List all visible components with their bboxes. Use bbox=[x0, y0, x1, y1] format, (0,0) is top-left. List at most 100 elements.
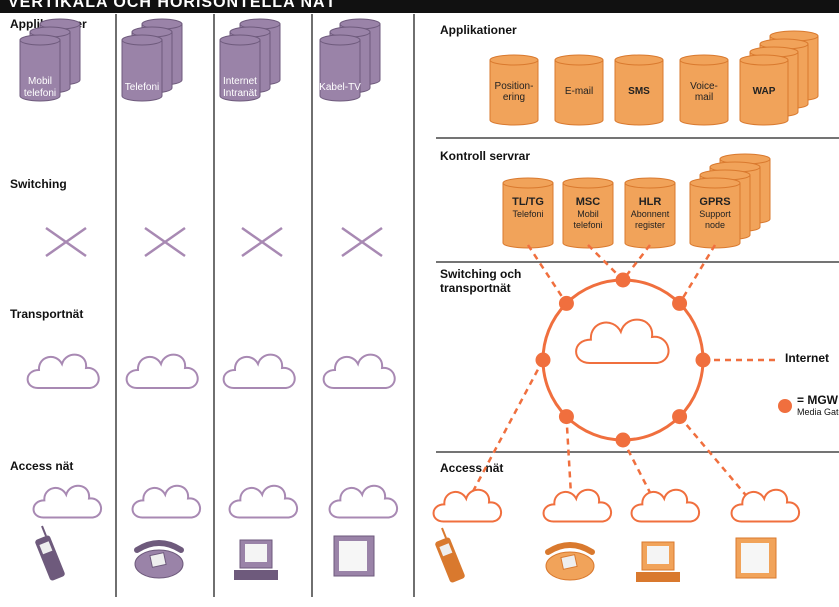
app-server-stack-1 bbox=[489, 54, 539, 126]
transport-cloud-3 bbox=[222, 353, 296, 389]
control-server-title-4: GPRS bbox=[699, 196, 730, 208]
right-access-cloud-4-outline bbox=[730, 488, 800, 523]
app-server-5: WAP bbox=[739, 30, 819, 126]
control-server-stack-1-cylinder-0-top bbox=[502, 177, 554, 189]
app-server-2: E-mail bbox=[554, 54, 604, 126]
access-device-2-handset bbox=[134, 540, 184, 553]
right-access-device-2-handset bbox=[545, 542, 595, 555]
switch-icon-1 bbox=[45, 226, 87, 258]
left-service-stack-2-cylinder-0-body bbox=[121, 39, 163, 102]
right-access-cloud-1-outline bbox=[432, 488, 502, 523]
right-access-device-2 bbox=[545, 542, 595, 581]
right-access-cloud-4 bbox=[730, 488, 800, 523]
app-server-stack-2-cylinder-0 bbox=[554, 54, 604, 126]
access-cloud-3 bbox=[228, 484, 298, 519]
transport-cloud-3-outline bbox=[222, 353, 296, 389]
app-server-label-3: SMS bbox=[628, 86, 650, 97]
app-server-label-5: WAP bbox=[753, 86, 776, 97]
app-server-stack-4-cylinder-0-top bbox=[679, 54, 729, 66]
mgw-node-5 bbox=[672, 409, 688, 425]
access-device-3 bbox=[234, 539, 278, 580]
mgw-node-2 bbox=[615, 272, 631, 288]
right-access-1 bbox=[432, 488, 502, 583]
left-columns: MobiltelefoniTelefoniInternetIntranätKab… bbox=[19, 18, 398, 581]
app-server-stack-4-cylinder-0-body bbox=[679, 59, 729, 126]
control-server-title-2: MSC bbox=[576, 196, 601, 208]
control-server-stack-3-cylinder-0-body bbox=[624, 182, 676, 249]
app-server-stack-4 bbox=[679, 54, 729, 126]
switch-icon-2 bbox=[144, 226, 186, 258]
control-server-sub-2: Mobil bbox=[577, 209, 599, 219]
app-server-stack-2-cylinder-0-body bbox=[554, 59, 604, 126]
control-server-stack-4-cylinder-0-top bbox=[689, 177, 741, 189]
left-service-label-3: Internet bbox=[223, 76, 257, 87]
left-access-label: Access nät bbox=[10, 459, 73, 473]
right-switching-label-line1: Switching och bbox=[440, 267, 521, 281]
mgw-node-1 bbox=[558, 295, 574, 311]
left-service-stack-3-cylinder-0-body bbox=[219, 39, 261, 102]
left-service-stack-3-cylinder-0-top bbox=[219, 34, 261, 46]
left-service-label-1: telefoni bbox=[24, 88, 56, 99]
app-server-label-1: Position- bbox=[495, 81, 534, 92]
control-server-stack-4 bbox=[689, 153, 771, 249]
right-access-device-1-antenna bbox=[441, 527, 447, 539]
transport-cloud-2 bbox=[125, 353, 199, 389]
internet-label: Internet bbox=[785, 351, 829, 365]
control-server-sub-1: Telefoni bbox=[512, 209, 543, 219]
control-link-2 bbox=[587, 244, 624, 281]
left-transport-label: Transportnät bbox=[10, 307, 83, 321]
left-column-4: Kabel-TV bbox=[319, 18, 398, 577]
right-access-device-2-keypad bbox=[560, 554, 578, 570]
left-service-stack-4-cylinder-0-top bbox=[319, 34, 361, 46]
control-server-stack-2-cylinder-0 bbox=[562, 177, 614, 249]
right-access-cloud-2 bbox=[542, 488, 612, 523]
app-server-4: Voice-mail bbox=[679, 54, 729, 126]
transport-cloud-2-outline bbox=[125, 353, 199, 389]
left-service-label-3: Intranät bbox=[223, 88, 257, 99]
right-control-label: Kontroll servrar bbox=[440, 149, 530, 163]
app-server-label-1: ering bbox=[503, 92, 525, 103]
access-device-1 bbox=[35, 525, 65, 581]
switch-icon-4 bbox=[341, 226, 383, 258]
app-server-stack-3-cylinder-0-body bbox=[614, 59, 664, 126]
right-access-device-4-screen bbox=[741, 543, 769, 573]
right-applications: Position-ering E-mail SMS Voice-mail WAP bbox=[489, 30, 819, 126]
left-service-stack-2-cylinder-0 bbox=[121, 34, 163, 102]
control-server-sub-3: register bbox=[635, 220, 665, 230]
right-row-dividers bbox=[436, 137, 839, 453]
left-service-stack-1-cylinder-0-body bbox=[19, 39, 61, 102]
app-server-stack-3-cylinder-0 bbox=[614, 54, 664, 126]
left-column-2: Telefoni bbox=[121, 18, 201, 579]
app-server-stack-4-cylinder-0 bbox=[679, 54, 729, 126]
app-server-stack-1-cylinder-0-body bbox=[489, 59, 539, 126]
app-server-stack-1-cylinder-0-top bbox=[489, 54, 539, 66]
switch-line-b-2 bbox=[144, 226, 186, 258]
left-service-label-1: Mobil bbox=[28, 76, 52, 87]
control-server-stack-3-cylinder-0-top bbox=[624, 177, 676, 189]
control-link-4 bbox=[678, 244, 717, 305]
right-access-devices bbox=[432, 488, 800, 583]
control-server-stack-4-cylinder-0-body bbox=[689, 182, 741, 249]
right-applications-label: Applikationer bbox=[440, 23, 517, 37]
access-device-2-keypad bbox=[149, 552, 167, 568]
core-cloud bbox=[575, 318, 670, 364]
left-service-stack-3-cylinder-0 bbox=[219, 34, 261, 102]
access-cloud-1 bbox=[32, 484, 102, 519]
transport-cloud-4-outline bbox=[322, 353, 396, 389]
diagram-title: VERTIKALA OCH HORISONTELLA NÄT bbox=[8, 0, 337, 11]
left-service-stack-4-cylinder-0 bbox=[319, 34, 361, 102]
app-server-stack-2 bbox=[554, 54, 604, 126]
access-cloud-3-outline bbox=[228, 484, 298, 519]
app-server-label-4: mail bbox=[695, 92, 713, 103]
core-cloud-outline bbox=[575, 318, 670, 364]
right-access-cloud-1 bbox=[432, 488, 502, 523]
right-access-2 bbox=[542, 488, 612, 581]
access-cloud-4-outline bbox=[328, 484, 398, 519]
switch-line-b-1 bbox=[45, 226, 87, 258]
app-server-stack-3 bbox=[614, 54, 664, 126]
left-service-stack-4-cylinder-0-body bbox=[319, 39, 361, 102]
